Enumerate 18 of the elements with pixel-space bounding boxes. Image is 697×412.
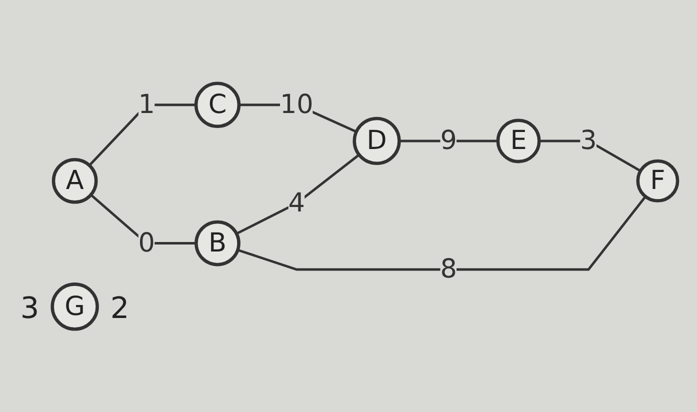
node-circle: C [194,81,240,128]
node-circle: E [496,118,540,163]
node-circle: A [51,158,98,204]
node-circle: B [194,220,240,266]
edge-label: 4 [288,186,305,218]
node-circle: F [636,159,679,202]
edge-label: 1 [138,88,155,120]
node-circle: G [50,282,98,330]
node-annotation: 3 [20,290,39,325]
edge-label: 9 [440,124,456,156]
edge-label: 3 [580,124,596,156]
connector [236,195,646,270]
edge-label: 8 [440,252,456,284]
node-annotation: 2 [110,290,129,325]
edge-label: 0 [138,226,155,258]
edge-label: 10 [279,88,313,120]
connector [235,153,360,234]
node-circle: D [352,116,400,165]
